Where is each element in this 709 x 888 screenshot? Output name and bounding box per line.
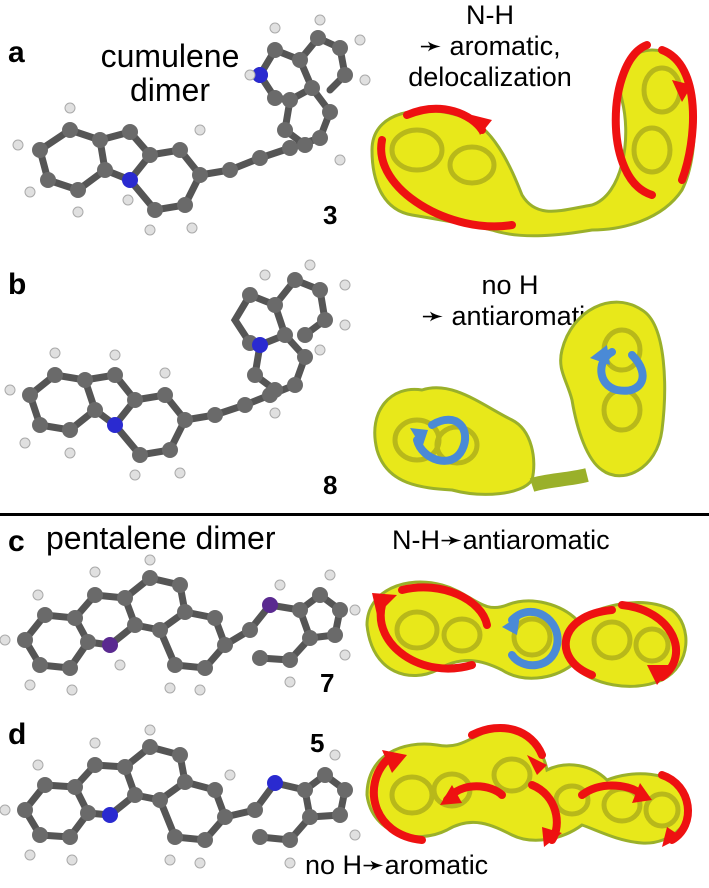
note-line-no-h: no H: [481, 270, 539, 300]
panel-d-note: no H➛aromatic: [305, 850, 489, 881]
panel-a-note: N-H ➛ aromatic, delocalization: [372, 0, 608, 93]
panel-c-title: pentalene dimer: [46, 520, 276, 556]
panel-label-a: a: [8, 36, 25, 69]
molecule-cumulene-dimer-3: [12, 14, 371, 236]
compound-number-3: 3: [323, 200, 338, 230]
molecule-pentalene-dimer-5: [0, 724, 361, 869]
panel-a-title: cumulene dimer: [100, 38, 240, 108]
current-density-plot-5: [365, 723, 692, 847]
molecule-cumulene-dimer-8: [4, 259, 351, 481]
compound-number-7: 7: [320, 668, 335, 698]
compound-number-8: 8: [323, 470, 338, 500]
compound-number-5: 5: [310, 728, 325, 758]
molecule-pentalene-dimer-7: [0, 554, 361, 696]
panel-label-b: b: [8, 268, 27, 301]
panel-label-c: c: [8, 525, 25, 558]
current-density-plot-3: [370, 41, 697, 238]
note-line-nh: N-H: [466, 0, 514, 30]
panel-label-d: d: [8, 718, 27, 751]
panel-c-note: N-H➛antiaromatic: [392, 525, 610, 555]
current-density-plot-8: [373, 300, 667, 496]
right-arrow-icon: ➛: [421, 301, 445, 332]
note-line-aromatic: ➛ aromatic,: [419, 31, 561, 62]
right-arrow-icon: ➛: [419, 31, 443, 62]
section-divider: [0, 513, 709, 516]
note-line-delocalization: delocalization: [408, 62, 572, 93]
current-density-plot-7: [365, 580, 688, 688]
